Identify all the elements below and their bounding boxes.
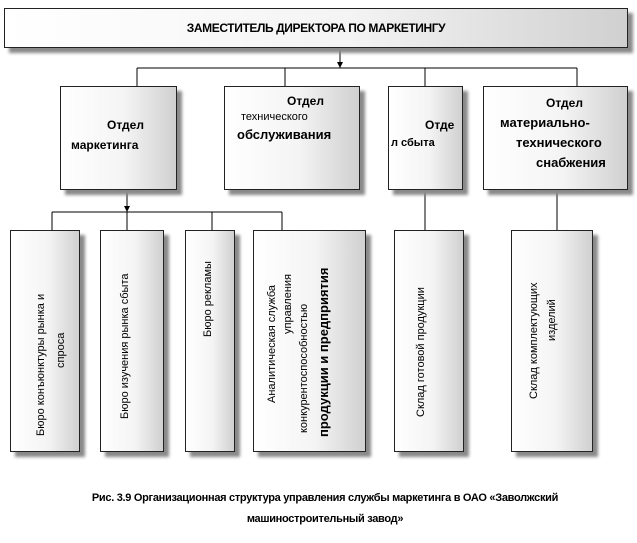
head-box: ЗАМЕСТИТЕЛЬ ДИРЕКТОРА ПО МАРКЕТИНГУ [4,8,628,48]
figure-caption-line-1: Рис. 3.9 Организационная структура управ… [91,492,559,504]
unit-components-warehouse: Склад комплектующих изделий [511,230,593,452]
dept-sales-line-1: Отде [425,118,455,132]
dept-marketing-line-2: маркетинга [71,138,139,152]
head-title: ЗАМЕСТИТЕЛЬ ДИРЕКТОРА ПО МАРКЕТИНГУ [186,21,446,35]
unit-analytical-line-4: продукции и предприятия [316,267,331,438]
dept-supply-line-1: Отдел [546,96,583,110]
dept-sales-line-2: л сбыта [391,137,435,149]
unit-finished-goods-warehouse: Склад готовой продукции [394,230,464,452]
unit-conjuncture-bureau: Бюро конъюнктуры рынка и спроса [10,230,80,452]
unit-conjuncture-line-1: Бюро конъюнктуры рынка и [35,293,47,436]
dept-sales: Отде л сбыта [388,86,463,190]
dept-supply-line-3: технического [516,135,602,150]
unit-advertising-line-1: Бюро рекламы [202,261,214,337]
dept-technical-line-2: технического [241,111,308,123]
unit-advertising-bureau: Бюро рекламы [185,230,235,452]
unit-analytical-service: Аналитическая служба управления конкурен… [253,230,366,452]
figure-caption-line-2: машиностроительный завод» [246,513,404,525]
unit-analytical-line-3: конкурентоспособностью [298,303,310,433]
dept-marketing: Отдел маркетинга [60,86,177,190]
unit-analytical-line-2: управления [282,274,294,334]
unit-sales-market-line-1: Бюро изучения рынка сбыта [119,273,131,419]
dept-supply-line-2: материально- [500,115,590,130]
dept-technical-line-3: обслуживания [237,127,332,142]
dept-supply-line-4: снабжения [536,155,606,170]
unit-components-line-2: изделий [546,299,558,341]
dept-marketing-line-1: Отдел [107,118,144,132]
unit-finished-goods-line-1: Склад готовой продукции [415,287,427,417]
unit-conjuncture-line-2: спроса [55,332,67,368]
dept-technical-line-1: Отдел [287,94,324,108]
unit-components-line-1: Склад комплектующих [528,282,540,399]
unit-sales-market-bureau: Бюро изучения рынка сбыта [100,230,164,452]
unit-analytical-line-1: Аналитическая служба [266,285,278,403]
figure-caption: Рис. 3.9 Организационная структура управ… [20,488,630,530]
dept-technical-service: Отдел технического обслуживания [224,86,360,190]
dept-material-supply: Отдел материально- технического снабжени… [483,86,628,190]
